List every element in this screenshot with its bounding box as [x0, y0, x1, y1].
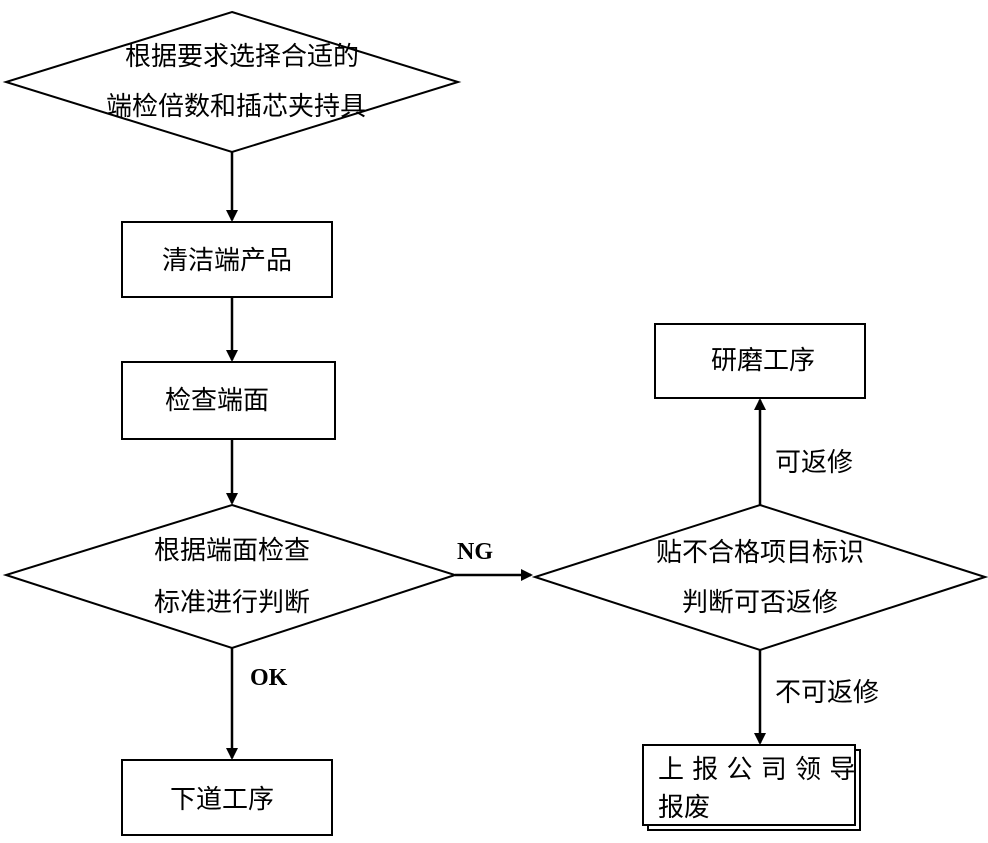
select-magnification-line1: 根据要求选择合适的	[124, 42, 360, 72]
mark-and-judge-line1: 贴不合格项目标识	[655, 538, 865, 568]
edge-label-repairable: 可返修	[775, 448, 854, 478]
inspect-endface-label: 检查端面	[164, 386, 270, 416]
mark-and-judge-line2: 判断可否返修	[681, 588, 839, 618]
edge-label-not-repairable: 不可返修	[775, 678, 880, 708]
decision-judge-by-standard	[2, 503, 459, 650]
decision-mark-and-judge-repair	[531, 503, 988, 652]
process-grinding	[654, 323, 866, 399]
edge-label-ok: OK	[250, 665, 288, 691]
grinding-label: 研磨工序	[710, 346, 816, 376]
process-clean-product	[121, 221, 333, 298]
report-scrap-line2: 报废	[658, 793, 711, 823]
decision-select-magnification	[2, 10, 462, 154]
select-magnification-line2: 端检倍数和插芯夹持具	[105, 92, 367, 122]
process-report-scrap	[642, 744, 856, 826]
process-inspect-endface	[121, 361, 336, 440]
judge-by-standard-line2: 标准进行判断	[153, 588, 311, 618]
edge-label-ng: NG	[457, 539, 493, 565]
report-scrap-line1: 上 报 公 司 领 导	[658, 755, 856, 785]
process-next-process	[121, 759, 333, 836]
next-process-label: 下道工序	[169, 785, 275, 815]
clean-product-label: 清洁端产品	[161, 246, 293, 276]
judge-by-standard-line1: 根据端面检查	[153, 536, 311, 566]
